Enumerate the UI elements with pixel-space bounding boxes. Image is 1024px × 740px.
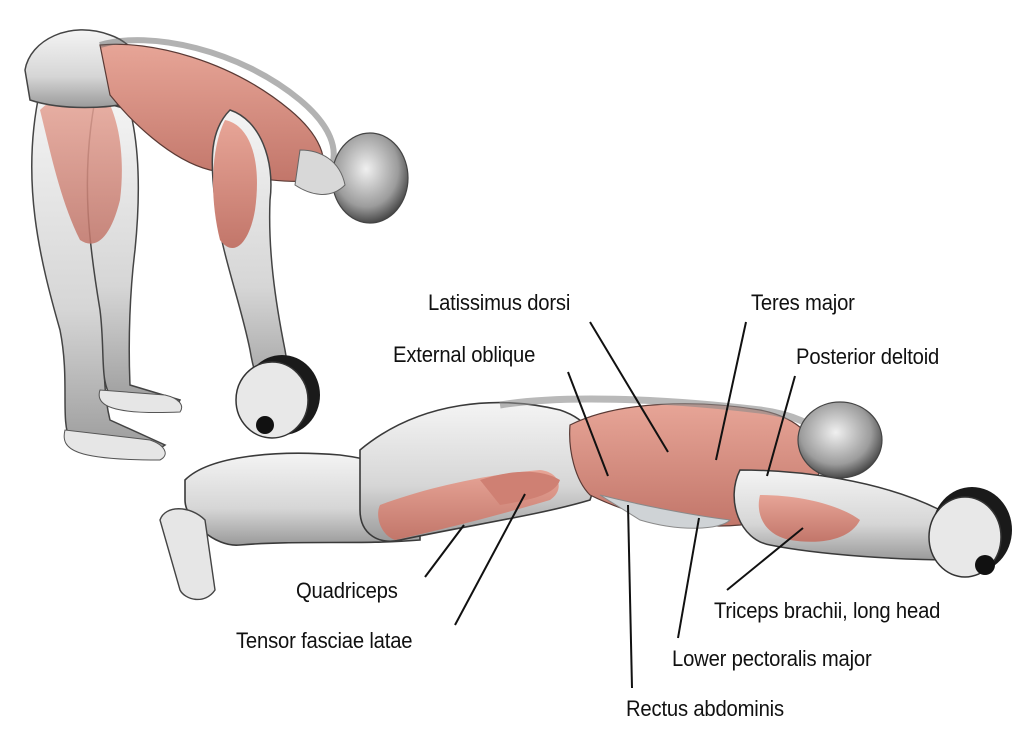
label-teres-major: Teres major xyxy=(751,290,855,315)
standing-figure xyxy=(24,29,409,461)
prone-tensor-fasciae-latae xyxy=(480,471,560,505)
standing-neck xyxy=(294,149,346,195)
standing-ab-wheel xyxy=(235,355,320,439)
label-posterior-deltoid: Posterior deltoid xyxy=(796,344,940,369)
leader-tensor-fasciae-latae xyxy=(454,493,526,626)
leader-external-oblique xyxy=(567,371,609,477)
label-triceps-brachii-long-head: Triceps brachii, long head xyxy=(714,598,941,623)
standing-foot-back xyxy=(63,429,166,461)
standing-lat-highlight xyxy=(213,120,257,249)
standing-back-outline xyxy=(99,37,337,172)
standing-foot-front xyxy=(98,389,183,414)
prone-back-foot xyxy=(159,508,216,601)
label-lower-pectoralis-major: Lower pectoralis major xyxy=(672,646,872,671)
leader-triceps-brachii xyxy=(726,527,804,591)
leader-quadriceps xyxy=(424,524,465,578)
label-tensor-fasciae-latae: Tensor fasciae latae xyxy=(236,628,413,653)
prone-abs xyxy=(599,494,732,529)
leader-lower-pectoralis-major xyxy=(677,517,700,639)
leader-posterior-deltoid xyxy=(766,375,796,477)
leader-latissimus-dorsi xyxy=(589,321,669,453)
leader-teres-major xyxy=(715,321,747,461)
prone-head xyxy=(797,401,883,479)
prone-ab-wheel xyxy=(928,487,1012,578)
standing-quadriceps xyxy=(40,93,122,244)
prone-triceps xyxy=(758,495,860,542)
label-latissimus-dorsi: Latissimus dorsi xyxy=(428,290,571,315)
prone-figure xyxy=(159,395,1012,601)
leader-lines xyxy=(424,321,804,689)
label-external-oblique: External oblique xyxy=(393,342,536,367)
label-quadriceps: Quadriceps xyxy=(296,578,398,603)
label-rectus-abdominis: Rectus abdominis xyxy=(626,696,784,721)
leader-rectus-abdominis xyxy=(627,504,633,689)
